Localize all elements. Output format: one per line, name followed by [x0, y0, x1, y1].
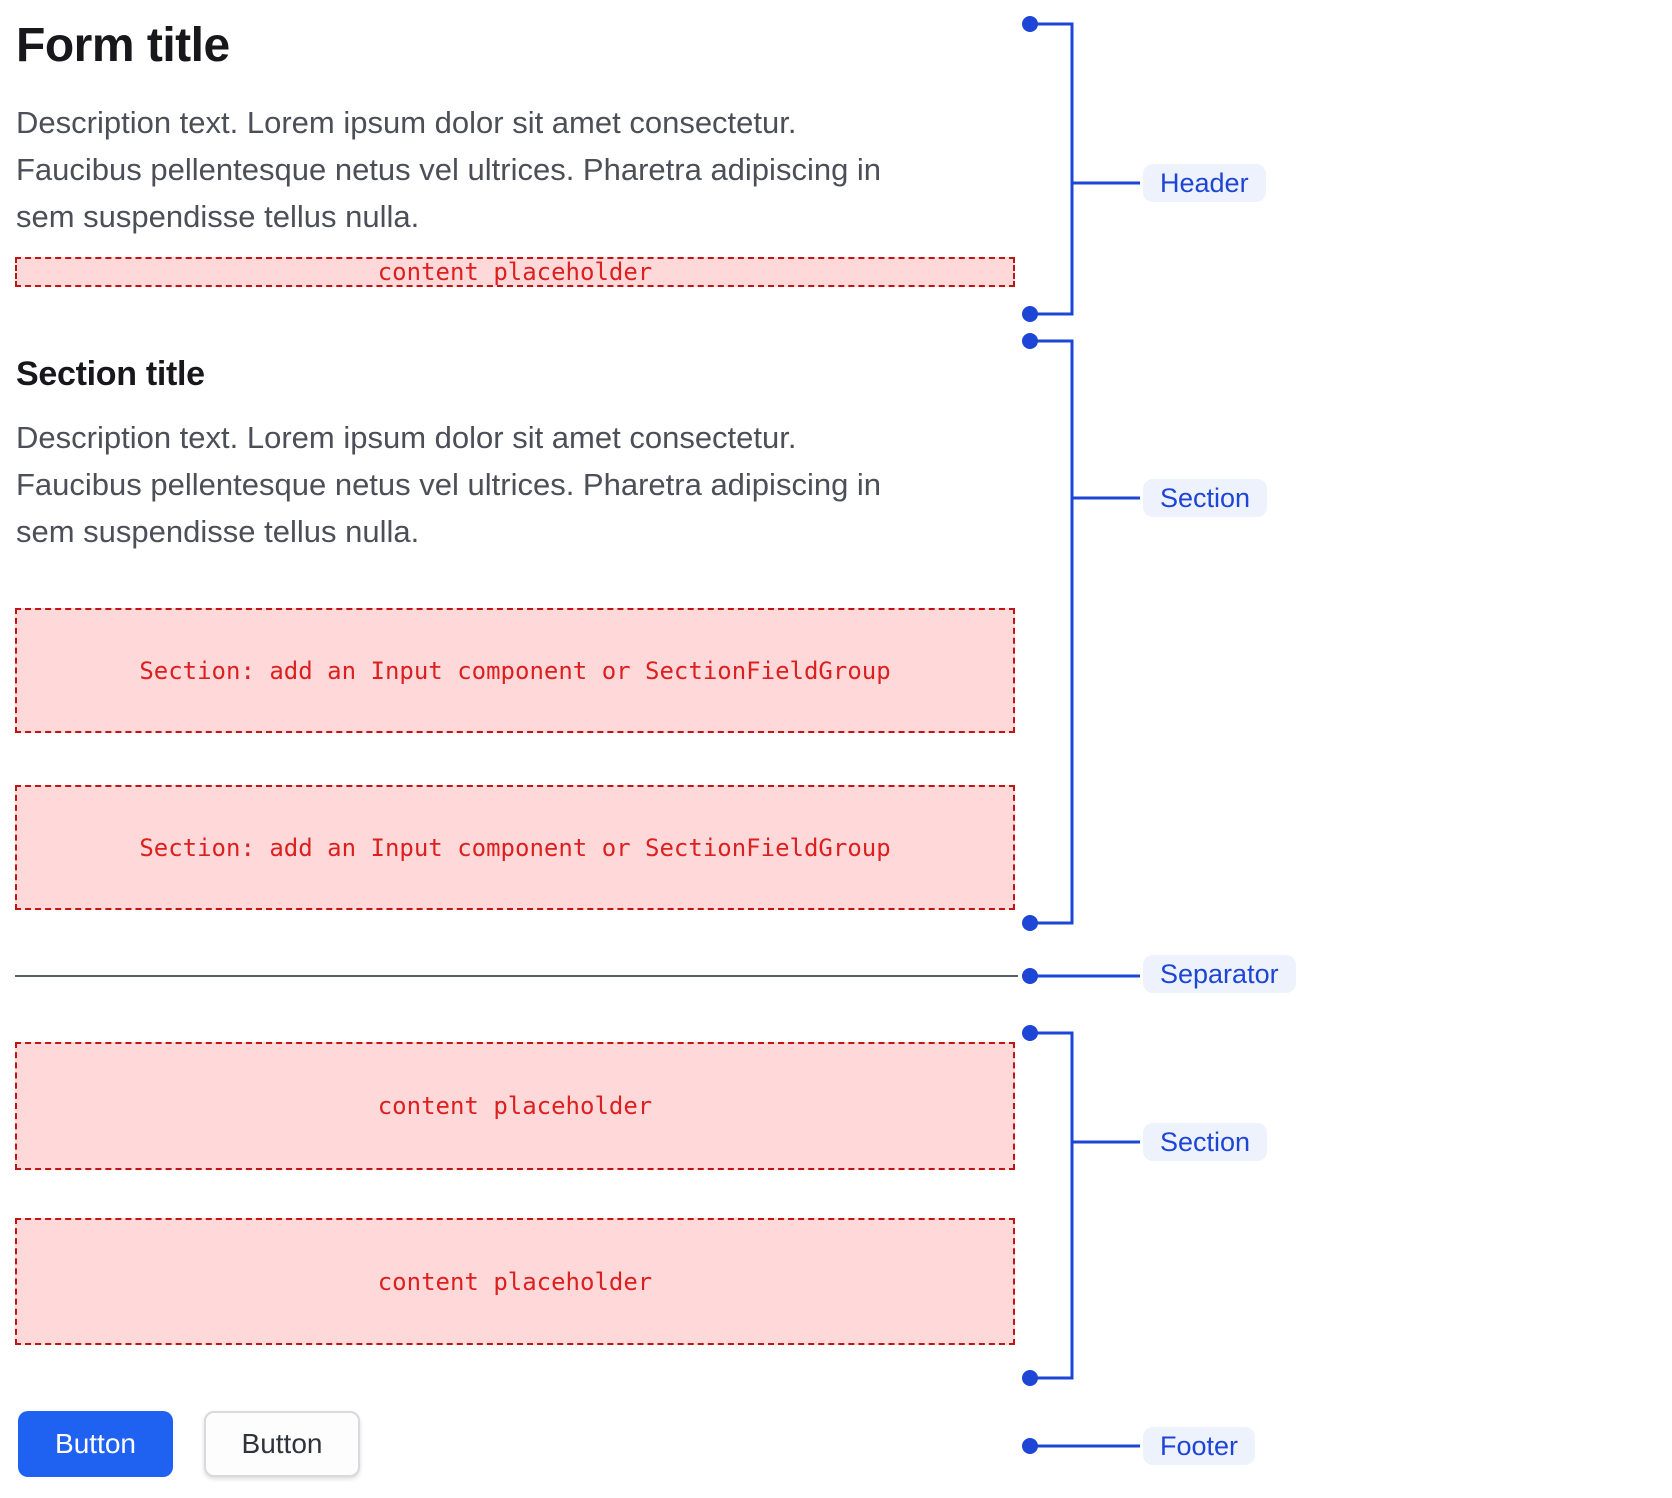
primary-button[interactable]: Button [18, 1411, 173, 1477]
section-content-placeholder: content placeholder [15, 1218, 1015, 1345]
placeholder-text: content placeholder [377, 1092, 653, 1120]
placeholder-text: content placeholder [377, 1267, 653, 1296]
annotation-label-header: Header [1143, 164, 1266, 202]
section-description-line: Faucibus pellentesque netus vel ultrices… [16, 467, 882, 502]
header-bracket-line [1030, 22, 1074, 316]
section-description: Description text. Lorem ipsum dolor sit … [16, 414, 881, 555]
section-field-placeholder: Section: add an Input component or Secti… [15, 785, 1015, 910]
placeholder-text: Section: add an Input component or Secti… [139, 833, 891, 862]
section-1-bracket-line [1030, 339, 1074, 925]
section-title: Section title [16, 355, 205, 393]
form-description-line: sem suspendisse tellus nulla. [16, 199, 420, 234]
section-2-top-dot [1022, 1025, 1038, 1041]
section-content-placeholder: content placeholder [15, 1042, 1015, 1170]
placeholder-text: Section: add an Input component or Secti… [139, 656, 891, 685]
separator-line [15, 975, 1018, 977]
section-2-bottom-dot [1022, 1370, 1038, 1386]
form-description-line: Faucibus pellentesque netus vel ultrices… [16, 152, 882, 187]
form-description-line: Description text. Lorem ipsum dolor sit … [16, 105, 797, 140]
section-1-top-dot [1022, 333, 1038, 349]
form-description: Description text. Lorem ipsum dolor sit … [16, 99, 881, 240]
section-2-bracket-line [1030, 1031, 1074, 1380]
placeholder-text: content placeholder [377, 258, 653, 286]
annotation-label-section-2: Section [1143, 1123, 1268, 1161]
separator-dot [1022, 968, 1038, 984]
annotation-label-section-1: Section [1143, 479, 1268, 517]
annotation-label-footer: Footer [1143, 1427, 1256, 1465]
form-title: Form title [16, 19, 230, 72]
section-1-bottom-dot [1022, 915, 1038, 931]
footer-dot [1022, 1438, 1038, 1454]
section-description-line: Description text. Lorem ipsum dolor sit … [16, 420, 797, 455]
secondary-button[interactable]: Button [204, 1411, 360, 1477]
header-content-placeholder: content placeholder [15, 257, 1015, 287]
header-top-dot [1022, 16, 1038, 32]
header-bottom-dot [1022, 306, 1038, 322]
section-description-line: sem suspendisse tellus nulla. [16, 514, 420, 549]
annotation-label-separator: Separator [1143, 955, 1296, 993]
section-field-placeholder: Section: add an Input component or Secti… [15, 608, 1015, 733]
